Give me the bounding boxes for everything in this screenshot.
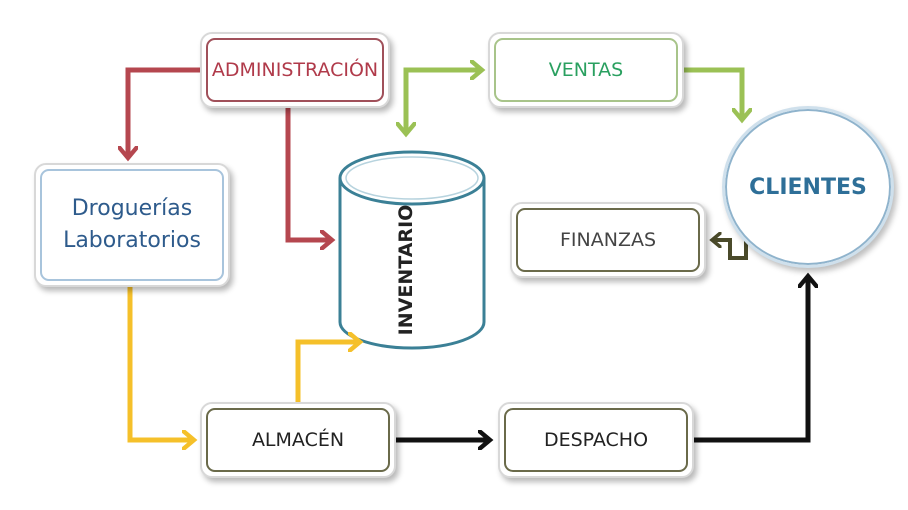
arrow-clientes-to-finanzas xyxy=(712,240,748,260)
laboratorios-label: Laboratorios xyxy=(63,228,201,253)
clientes-node: CLIENTES xyxy=(722,106,894,268)
arrow-droguerias-to-almacen xyxy=(127,287,194,440)
administracion-label: ADMINISTRACIÓN xyxy=(211,59,379,81)
almacen-label: ALMACÉN xyxy=(251,429,345,451)
arrow-inventario-ventas xyxy=(406,70,482,134)
arrow-admin-to-droguerias xyxy=(128,67,200,158)
finanzas-label: FINANZAS xyxy=(559,229,657,251)
inventario-cylinder xyxy=(338,150,486,350)
clientes-label: CLIENTES xyxy=(749,174,867,200)
arrow-despacho-to-clientes xyxy=(694,276,808,443)
almacen-node: ALMACÉN xyxy=(200,402,396,478)
finanzas-node: FINANZAS xyxy=(510,202,706,278)
arrow-ventas-to-clientes xyxy=(684,67,742,120)
administracion-node: ADMINISTRACIÓN xyxy=(200,32,390,108)
despacho-label: DESPACHO xyxy=(543,429,649,451)
inventario-label: INVENTARIO xyxy=(395,205,417,336)
ventas-label: VENTAS xyxy=(548,59,624,81)
arrow-admin-to-inventario xyxy=(285,108,332,240)
despacho-node: DESPACHO xyxy=(498,402,694,478)
ventas-node: VENTAS xyxy=(488,32,684,108)
droguerias-label: Droguerías xyxy=(71,196,193,221)
droguerias-laboratorios-node: Droguerías Laboratorios xyxy=(34,163,230,287)
arrow-almacen-to-inventario xyxy=(295,342,360,402)
